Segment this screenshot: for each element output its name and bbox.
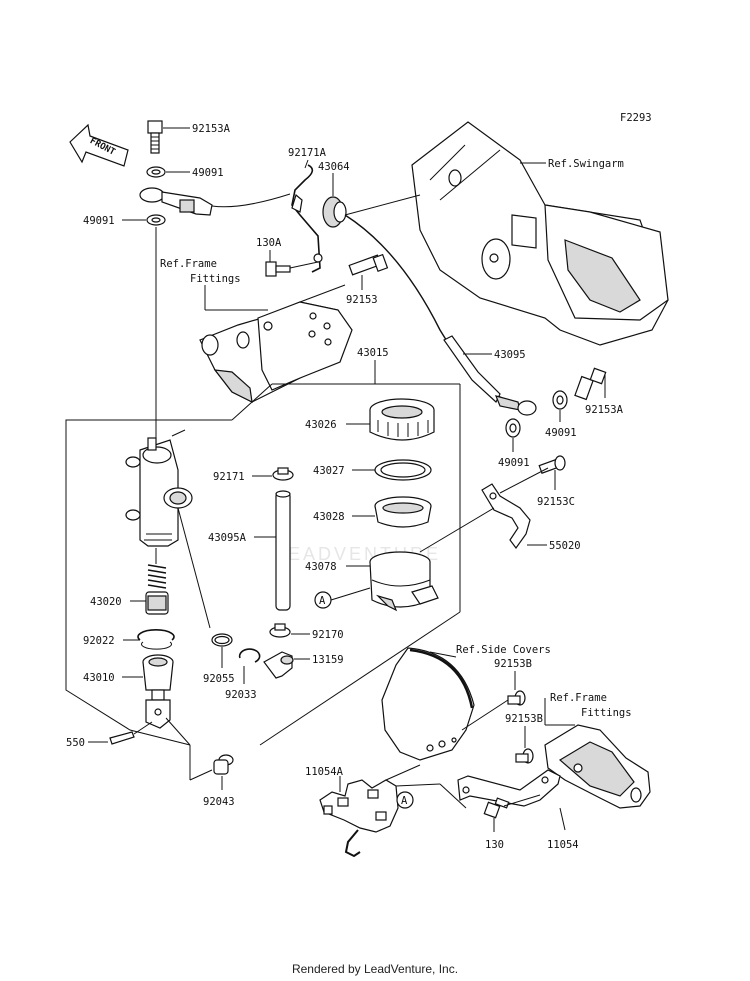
front-arrow-icon: FRONT (69, 123, 129, 167)
label-43095a: 43095A (208, 532, 247, 544)
label-11054a: 11054A (305, 766, 344, 778)
label-92153: 92153 (346, 294, 378, 306)
label-43010: 43010 (83, 672, 115, 684)
label-43064: 43064 (318, 161, 350, 173)
ref-side-covers: Ref.Side Covers (456, 644, 551, 656)
label-92153c: 92153C (537, 496, 575, 508)
bolt-92153 (348, 253, 389, 276)
label-92171: 92171 (213, 471, 245, 483)
label-43028: 43028 (313, 511, 345, 523)
ref-swingarm: Ref.Swingarm (548, 158, 624, 170)
clevis-pin-92043 (213, 754, 234, 775)
callout-a-1-text: A (319, 595, 326, 607)
elbow-fitting-13159 (263, 651, 294, 679)
label-49091-left: 49091 (83, 215, 115, 227)
ref-frame-fittings-top-1: Ref.Frame (160, 258, 217, 270)
reservoir-hose-43095a (275, 490, 291, 611)
hose-clamp-92170 (269, 623, 291, 638)
reservoir-bracket-55020 (481, 483, 531, 550)
frame-fittings-bracket (199, 301, 353, 404)
label-92033: 92033 (225, 689, 257, 701)
label-92153b-1: 92153B (494, 658, 532, 670)
right-frame-fittings-illustration (544, 724, 651, 809)
hose-clamp-92171a (291, 164, 323, 273)
label-55020: 55020 (549, 540, 581, 552)
label-130a: 130A (256, 237, 282, 249)
push-rod-43010 (142, 654, 174, 729)
label-92022: 92022 (83, 635, 115, 647)
side-cover-illustration (381, 647, 475, 761)
label-49091-top: 49091 (192, 167, 224, 179)
label-43026: 43026 (305, 419, 337, 431)
label-92153a-right: 92153A (585, 404, 624, 416)
grommet-43064 (322, 196, 347, 228)
ref-frame-fittings-right-1: Ref.Frame (550, 692, 607, 704)
label-43015: 43015 (357, 347, 389, 359)
master-cylinder-body (125, 437, 193, 547)
banjo-fitting-hose-end (139, 187, 213, 216)
bolt-92153a-right (574, 367, 607, 401)
bracket-11054 (457, 769, 561, 807)
footer-credit: Rendered by LeadVenture, Inc. (291, 962, 459, 976)
hose-43095 (443, 335, 537, 416)
label-92171a: 92171A (288, 147, 327, 159)
ref-frame-fittings-top-2: Fittings (190, 273, 241, 285)
figure-code: F2293 (620, 112, 652, 124)
label-43078: 43078 (305, 561, 337, 573)
bolt-92153b-2 (515, 748, 534, 764)
label-550: 550 (66, 737, 85, 749)
ref-frame-fittings-right-2: Fittings (581, 707, 632, 719)
label-49091-right2: 49091 (498, 457, 530, 469)
label-92055: 92055 (203, 673, 235, 685)
swingarm-illustration (411, 121, 669, 346)
bolt-130a (265, 261, 291, 277)
label-49091-right1: 49091 (545, 427, 577, 439)
reservoir-tank-43078 (369, 551, 439, 612)
piston-spring-43020 (145, 564, 169, 615)
label-92043: 92043 (203, 796, 235, 808)
bolt-92153a-top (147, 120, 163, 154)
label-92153a-top: 92153A (192, 123, 231, 135)
snap-ring-92022 (137, 629, 175, 650)
callout-a-2-text: A (401, 795, 408, 807)
cotter-pin-550 (109, 731, 135, 745)
callout-a-2 (396, 791, 414, 809)
label-43095: 43095 (494, 349, 526, 361)
label-130: 130 (485, 839, 504, 851)
bolt-130 (483, 797, 510, 819)
label-11054: 11054 (547, 839, 579, 851)
label-92153b-2: 92153B (505, 713, 543, 725)
bolt-92153b-1 (507, 690, 526, 706)
label-92170: 92170 (312, 629, 344, 641)
reservoir-cap-43026 (369, 398, 435, 441)
bracket-11054a (319, 779, 399, 858)
hose-clamp-92171 (272, 467, 294, 481)
diaphragm-43028 (374, 496, 432, 528)
label-43020: 43020 (90, 596, 122, 608)
label-13159: 13159 (312, 654, 344, 666)
label-43027: 43027 (313, 465, 345, 477)
snap-ring-92033 (238, 648, 261, 663)
